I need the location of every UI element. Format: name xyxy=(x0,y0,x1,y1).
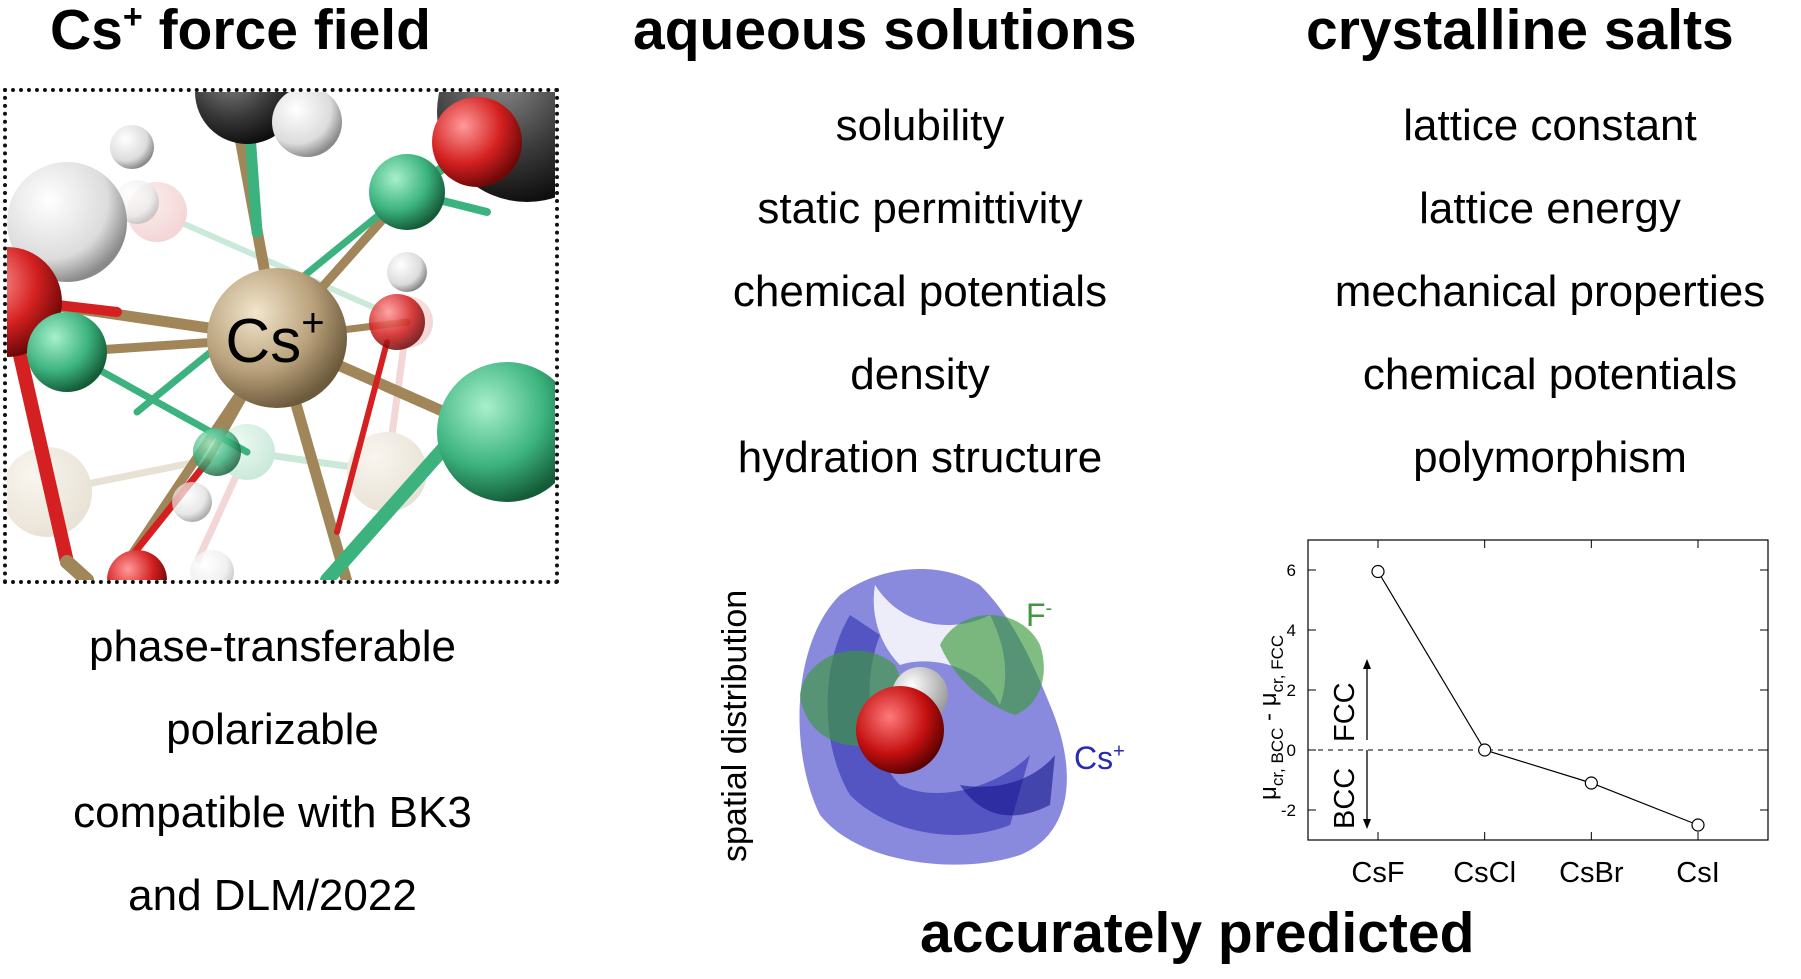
data-point-csi xyxy=(1691,818,1705,832)
fluoride-label: F- xyxy=(1026,597,1053,633)
aqueous-property: chemical potentials xyxy=(732,267,1108,316)
crystalline-property: lattice constant xyxy=(1403,101,1697,150)
aqueous-property-list: solubility static permittivity chemical … xyxy=(660,84,1180,499)
y-tick-label: 2 xyxy=(1287,681,1296,700)
spatial-distribution-figure xyxy=(780,555,1140,875)
cs-coordination-render: Cs+ xyxy=(7,92,555,580)
force-field-features: phase-transferable polarizable compatibl… xyxy=(0,605,545,937)
crystalline-property: polymorphism xyxy=(1413,433,1687,482)
x-tick-label: CsF xyxy=(1351,857,1404,889)
crystalline-property: lattice energy xyxy=(1419,184,1681,233)
plot-frame xyxy=(1307,539,1769,841)
crystalline-heading: crystalline salts xyxy=(1306,0,1734,62)
force-field-heading: Cs+ force field xyxy=(50,0,431,62)
y-axis-ticks: -2 0 2 4 6 xyxy=(1281,561,1768,820)
feature-item: compatible with BK3 xyxy=(73,788,472,837)
data-point-cscl xyxy=(1478,743,1492,757)
series-line xyxy=(1377,571,1699,826)
x-tick-label: CsI xyxy=(1676,857,1720,889)
footer-title: accurately predicted xyxy=(920,901,1475,965)
data-point-csf xyxy=(1371,564,1385,579)
y-tick-label: 6 xyxy=(1287,561,1296,580)
aqueous-property: solubility xyxy=(835,101,1005,150)
data-points xyxy=(1371,564,1705,832)
y-tick-label: -2 xyxy=(1281,801,1296,820)
y-tick-label: 0 xyxy=(1287,741,1296,760)
fcc-annotation: FCC xyxy=(1329,659,1371,742)
cesium-label: Cs+ xyxy=(1074,740,1125,776)
aqueous-property: static permittivity xyxy=(757,184,1083,233)
feature-item: polarizable xyxy=(166,705,379,754)
aqueous-property: hydration structure xyxy=(737,433,1103,482)
y-axis-label: μcr, BCC - μcr, FCC xyxy=(1255,635,1287,800)
crystalline-property: mechanical properties xyxy=(1334,267,1766,316)
x-tick-label: CsBr xyxy=(1559,857,1624,889)
spatial-distribution-render xyxy=(799,568,1067,865)
x-axis-ticks: CsF CsCl CsBr CsI xyxy=(1351,540,1720,889)
x-tick-label: CsCl xyxy=(1453,857,1516,889)
cs-molecule-image: Cs+ xyxy=(3,88,559,584)
y-tick-label: 4 xyxy=(1287,621,1296,640)
data-point-csbr xyxy=(1584,776,1598,790)
aqueous-heading: aqueous solutions xyxy=(633,0,1137,62)
aqueous-property: density xyxy=(850,350,990,399)
cs-center-label: Cs+ xyxy=(225,301,324,376)
feature-item: and DLM/2022 xyxy=(128,871,417,920)
crystalline-property-list: lattice constant lattice energy mechanic… xyxy=(1290,84,1801,499)
bcc-annotation: BCC xyxy=(1329,750,1371,829)
svg-text:BCC: BCC xyxy=(1329,768,1361,829)
foreground-atoms xyxy=(7,92,555,580)
polymorph-chart: -2 0 2 4 6 CsF CsCl CsBr CsI FCC BCC μcr, BCC -… xyxy=(1240,530,1801,900)
crystalline-property: chemical potentials xyxy=(1362,350,1738,399)
spatial-distribution-label: spatial distribution xyxy=(716,589,754,862)
feature-item: phase-transferable xyxy=(89,622,456,671)
svg-text:FCC: FCC xyxy=(1329,682,1361,742)
oxygen-atom xyxy=(856,686,944,774)
polymorph-chart-svg: -2 0 2 4 6 CsF CsCl CsBr CsI FCC BCC μcr, BCC -… xyxy=(1255,539,1769,889)
